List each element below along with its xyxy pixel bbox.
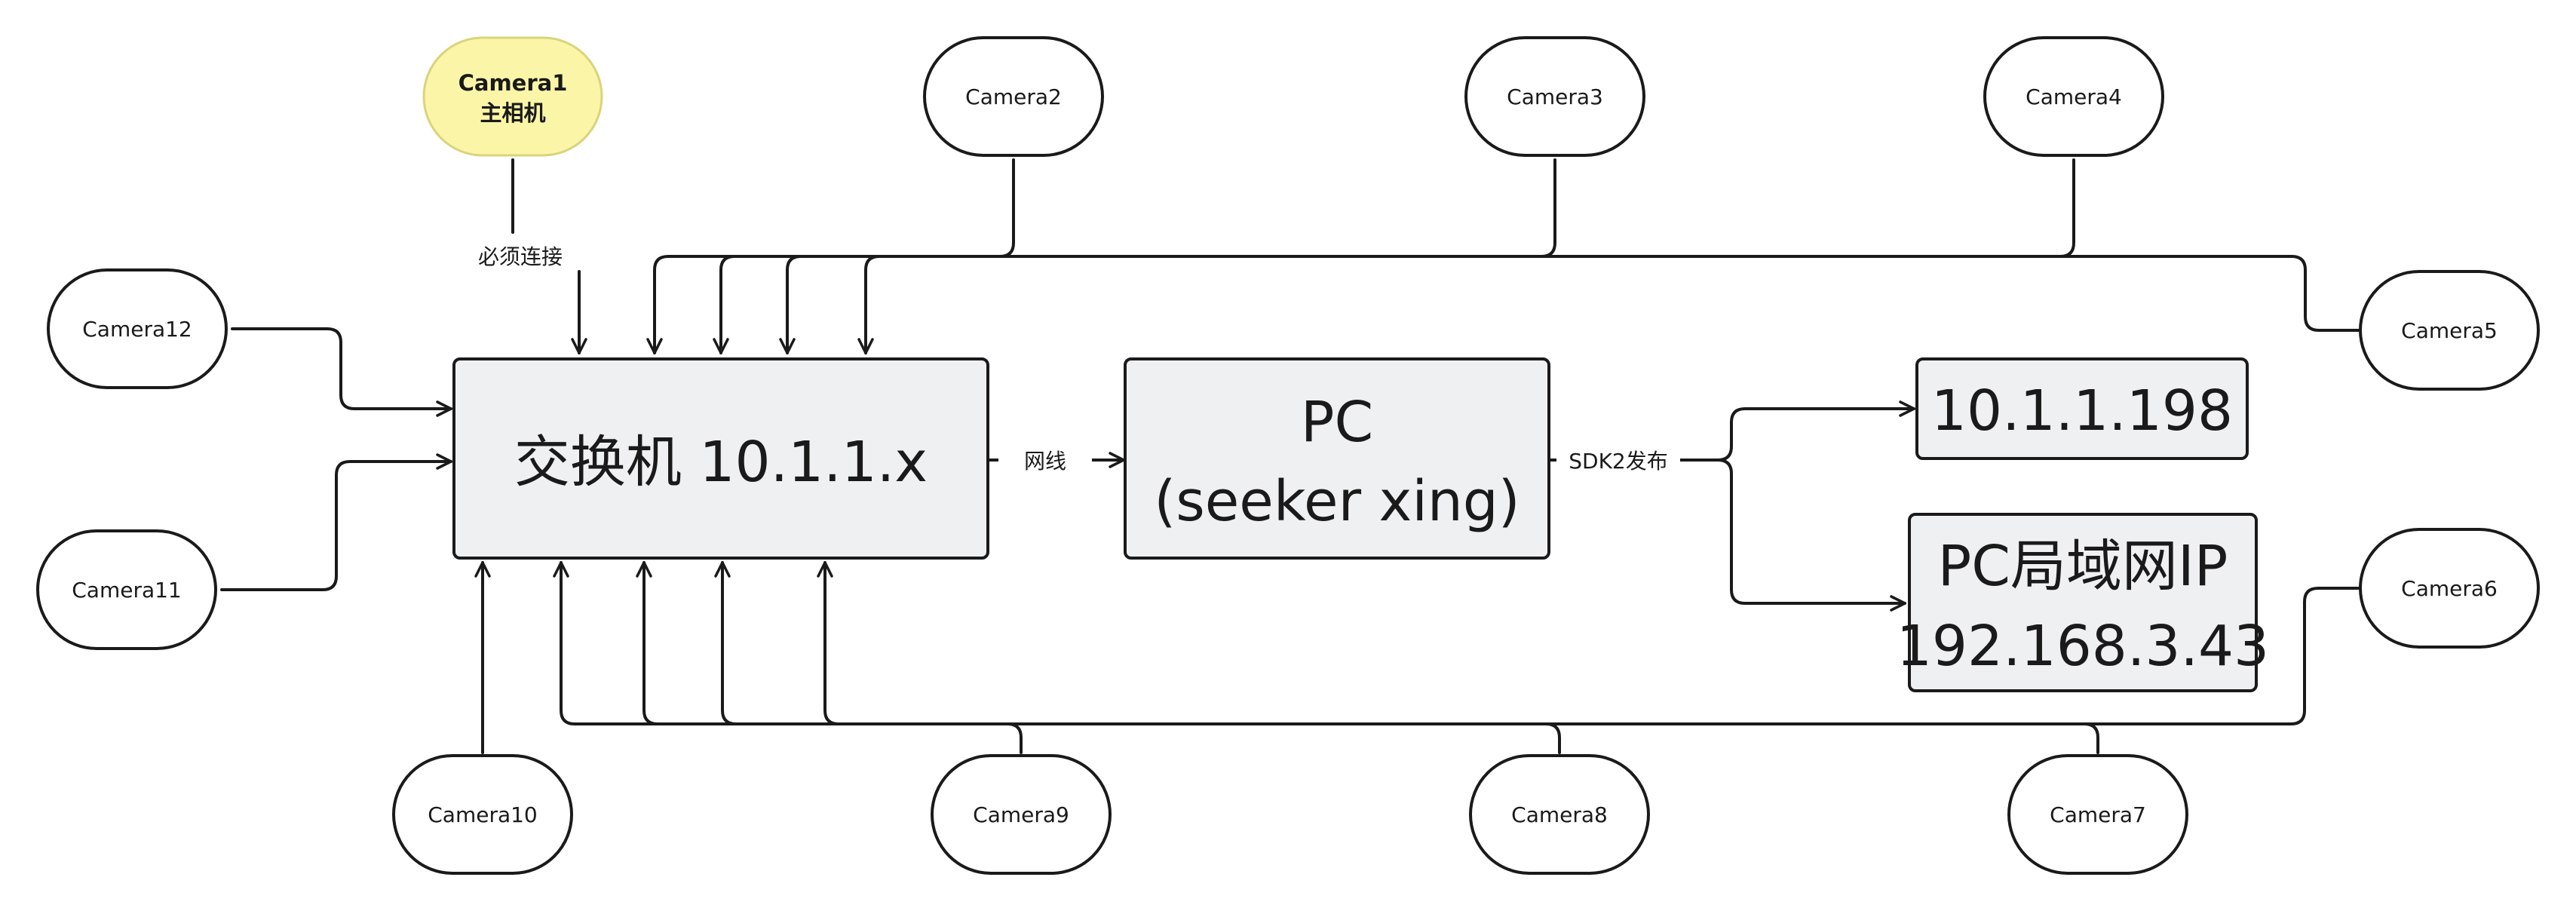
camera10-shape[interactable] [392, 754, 573, 875]
camera12-node[interactable]: Camera12 [47, 268, 228, 389]
camera12-shape[interactable] [47, 268, 228, 389]
sdk2-publish-label: SDK2发布 [1569, 449, 1668, 474]
camera9-shape[interactable] [931, 754, 1112, 875]
camera8-label: Camera8 [1511, 802, 1608, 827]
camera11-label: Camera11 [72, 578, 182, 603]
edge-camera6-switch [817, 561, 2362, 725]
lan-label-line2: 192.168.3.43 [1897, 614, 2269, 679]
camera2-label: Camera2 [965, 84, 1062, 109]
edge-camera11-switch [220, 453, 452, 591]
camera6-label: Camera6 [2401, 576, 2498, 601]
camera10-node[interactable]: Camera10 [392, 754, 573, 875]
lan-box[interactable] [1908, 513, 2258, 692]
camera9-node[interactable]: Camera9 [931, 754, 1112, 875]
lan-node[interactable]: PC局域网IP 192.168.3.43 [1897, 513, 2269, 692]
ip-node[interactable]: 10.1.1.198 [1915, 357, 2249, 460]
camera7-label: Camera7 [2050, 802, 2146, 827]
camera4-node[interactable]: Camera4 [1983, 36, 2164, 157]
lan-label-line1: PC局域网IP [1938, 534, 2228, 599]
camera11-shape[interactable] [36, 529, 217, 650]
network-cable-label: 网线 [1024, 449, 1066, 474]
camera2-shape[interactable] [923, 36, 1104, 157]
camera4-shape[interactable] [1983, 36, 2164, 157]
pc-node[interactable]: PC (seeker xing) [1124, 357, 1550, 560]
camera2-node[interactable]: Camera2 [923, 36, 1104, 157]
camera5-node[interactable]: Camera5 [2359, 270, 2540, 391]
switch-box[interactable] [452, 357, 989, 560]
label-bg [1556, 443, 1680, 477]
camera5-shape[interactable] [2359, 270, 2540, 391]
camera1-shape[interactable] [422, 36, 603, 157]
camera6-node[interactable]: Camera6 [2359, 528, 2540, 649]
pc-label-line1: PC [1301, 390, 1373, 455]
camera1-subtitle: 主相机 [480, 100, 545, 126]
camera3-node[interactable]: Camera3 [1464, 36, 1645, 157]
camera3-shape[interactable] [1464, 36, 1645, 157]
ip-label: 10.1.1.198 [1931, 379, 2233, 443]
must-connect-label: 必须连接 [478, 244, 563, 269]
pc-box[interactable] [1124, 357, 1550, 560]
label-bg [469, 240, 567, 273]
camera6-shape[interactable] [2359, 528, 2540, 649]
edge-split-lan [1716, 459, 1906, 612]
edge-split-ip [1716, 400, 1915, 462]
camera8-shape[interactable] [1469, 754, 1650, 875]
camera1-node[interactable]: Camera1 主相机 [422, 36, 603, 157]
ip-box[interactable] [1915, 357, 2249, 460]
camera7-node[interactable]: Camera7 [2007, 754, 2188, 875]
switch-label: 交换机 10.1.1.x [514, 430, 928, 495]
camera5-label: Camera5 [2401, 318, 2498, 343]
camera1-name: Camera1 [458, 70, 568, 96]
camera4-label: Camera4 [2026, 84, 2122, 109]
camera3-label: Camera3 [1507, 84, 1603, 109]
edge-camera12-switch [231, 327, 452, 417]
switch-node[interactable]: 交换机 10.1.1.x [452, 357, 989, 560]
camera11-node[interactable]: Camera11 [36, 529, 217, 650]
camera12-label: Camera12 [82, 317, 192, 342]
camera9-label: Camera9 [973, 802, 1069, 827]
edge-labels: 必须连接 网线 SDK2发布 [469, 240, 1680, 477]
camera10-label: Camera10 [428, 802, 538, 827]
label-bg [998, 443, 1092, 477]
pc-label-line2: (seeker xing) [1154, 469, 1520, 534]
edge-camera5-switch [857, 255, 2362, 354]
camera8-node[interactable]: Camera8 [1469, 754, 1650, 875]
camera7-shape[interactable] [2007, 754, 2188, 875]
